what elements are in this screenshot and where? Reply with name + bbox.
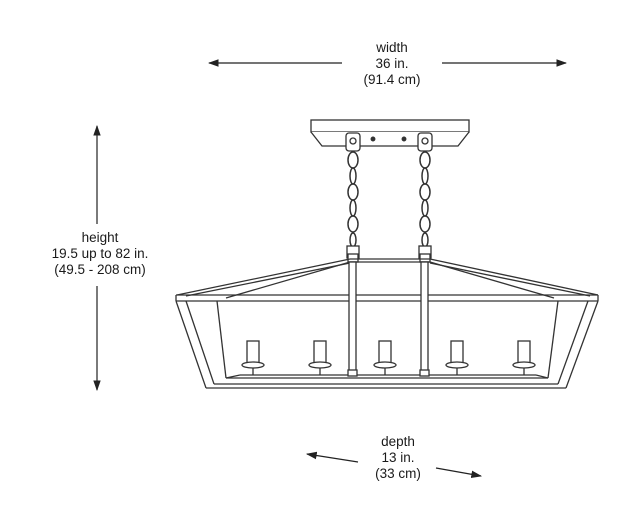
- candle-3: [373, 340, 397, 375]
- candle-4: [445, 340, 469, 375]
- width-title: width: [376, 40, 408, 55]
- width-imperial: 36 in.: [375, 56, 409, 71]
- width-metric: (91.4 cm): [363, 72, 421, 87]
- candle-1: [241, 340, 265, 375]
- candle-5: [512, 340, 536, 375]
- chain-connectors: [346, 245, 432, 263]
- height-dimension-label: height 19.5 up to 82 in. (49.5 - 208 cm): [28, 230, 172, 278]
- candle-sockets: [241, 340, 536, 375]
- depth-title: depth: [381, 434, 415, 449]
- center-stems: [347, 261, 430, 377]
- candle-2: [308, 340, 332, 375]
- depth-dimension-label: depth 13 in. (33 cm): [358, 434, 438, 482]
- depth-imperial: 13 in.: [381, 450, 415, 465]
- depth-arrow: [305, 451, 483, 479]
- right-chain: [419, 151, 431, 248]
- height-title: height: [81, 230, 119, 245]
- height-imperial: 19.5 up to 82 in.: [51, 246, 149, 261]
- ceiling-canopy: [310, 119, 470, 147]
- depth-metric: (33 cm): [375, 466, 421, 481]
- left-chain: [347, 151, 359, 248]
- width-dimension-label: width 36 in. (91.4 cm): [352, 40, 432, 88]
- height-metric: (49.5 - 208 cm): [54, 262, 146, 277]
- chain-mounts: [345, 132, 433, 152]
- lantern-frame: [175, 258, 599, 389]
